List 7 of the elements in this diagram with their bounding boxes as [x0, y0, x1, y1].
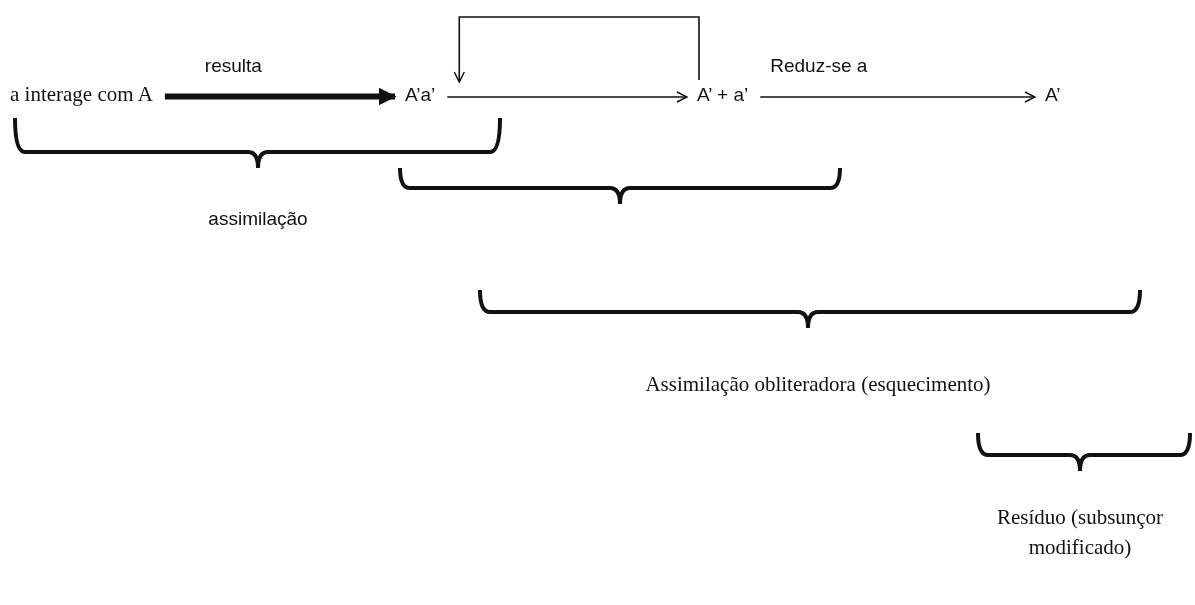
expression-text: a interage com A — [10, 82, 153, 107]
bracket-label: Assimilação obliteradora (esquecimento) — [645, 372, 991, 397]
bracket-label: assimilação — [208, 208, 308, 230]
expression-text: A’a’ — [405, 84, 436, 106]
expression-text: A’ — [1045, 84, 1061, 106]
expression-text: A’ + a’ — [697, 84, 749, 106]
bracket-label: Resíduo (subsunçor modificado) — [995, 504, 1165, 561]
